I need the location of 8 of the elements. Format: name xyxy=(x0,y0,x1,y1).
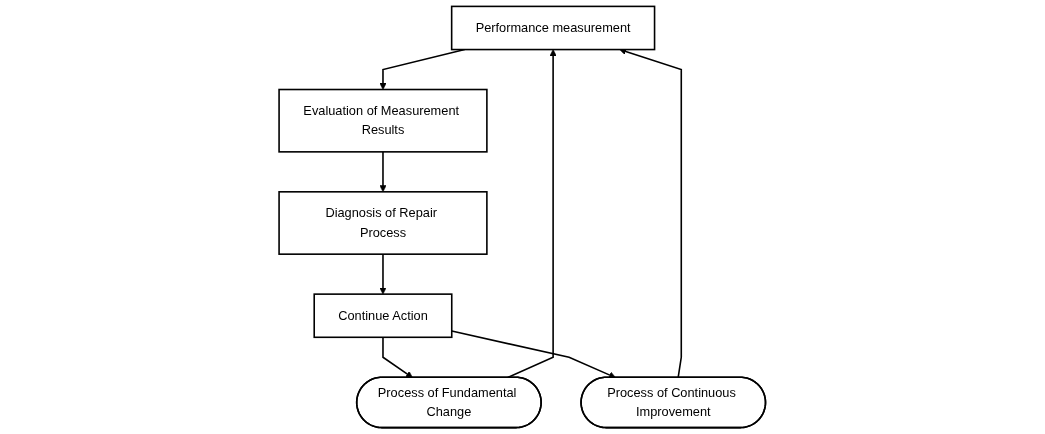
arrow xyxy=(382,336,414,378)
arrow xyxy=(619,48,683,379)
node-box: Continue Action xyxy=(313,293,453,339)
arrow xyxy=(379,151,387,193)
node-box: Evaluation of Measurement Results xyxy=(278,88,488,153)
node-box: Performance measurement xyxy=(451,5,656,51)
arrow xyxy=(379,253,387,295)
node-box: Diagnosis of Repair Process xyxy=(278,191,488,255)
